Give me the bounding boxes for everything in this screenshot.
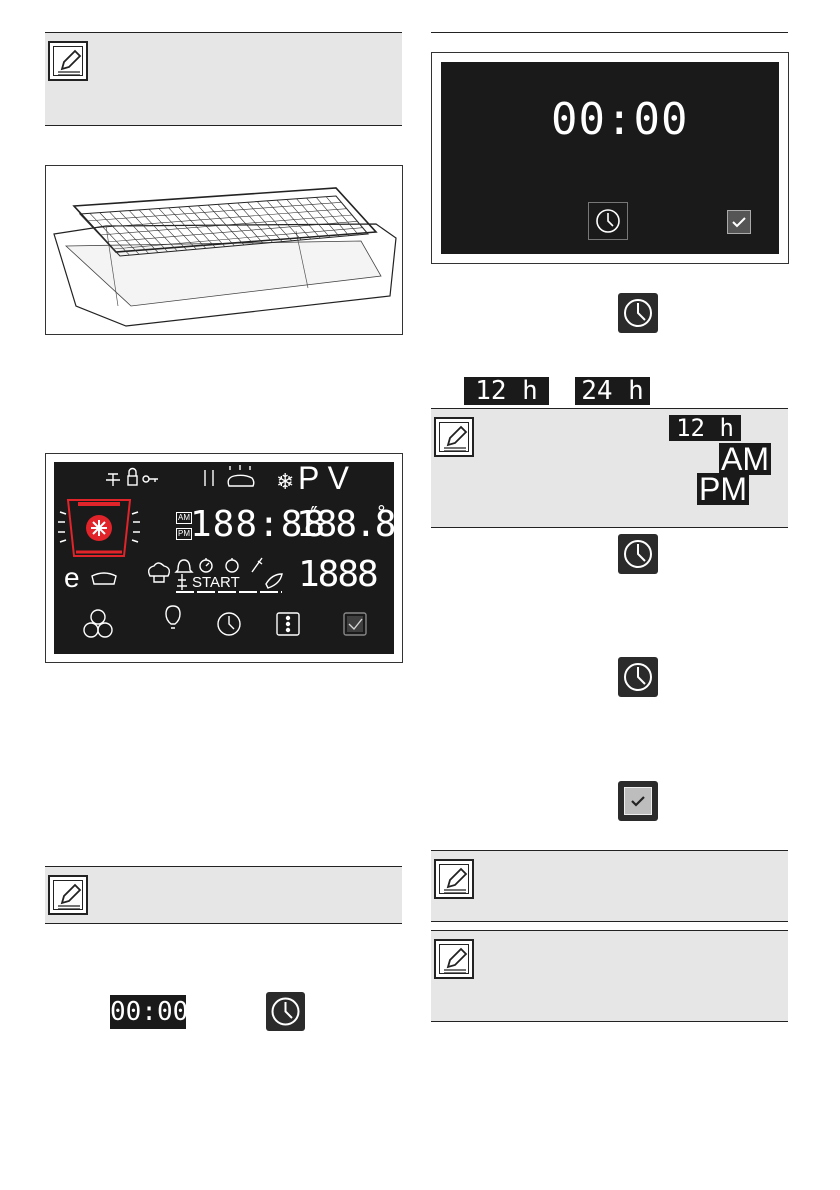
clock-setting-figure: 00:00 bbox=[431, 52, 789, 264]
rack-crossbar bbox=[106, 221, 358, 243]
degree-symbol: ° bbox=[376, 502, 388, 523]
rack-crossbar bbox=[99, 214, 353, 236]
pencil-note-icon bbox=[434, 939, 474, 979]
svg-text:❄: ❄ bbox=[276, 470, 294, 495]
note-box-bottom bbox=[431, 930, 788, 1022]
rack-crossbar bbox=[113, 227, 363, 250]
clock-button[interactable] bbox=[618, 657, 658, 697]
confirm-inner bbox=[624, 787, 652, 815]
pv-label: P V bbox=[298, 460, 349, 496]
rack-crossbar bbox=[86, 202, 342, 222]
pm-label: PM bbox=[697, 471, 749, 507]
top-rule-right bbox=[431, 32, 788, 33]
check-icon bbox=[732, 217, 746, 228]
am-indicator: AM bbox=[176, 512, 192, 524]
clock-icon bbox=[271, 997, 300, 1026]
clock-button[interactable] bbox=[266, 992, 305, 1031]
clock-button[interactable] bbox=[618, 293, 658, 333]
am-label: AM bbox=[719, 441, 771, 477]
time-display-chip: 00:00 bbox=[110, 995, 189, 1029]
confirm-button[interactable] bbox=[727, 210, 751, 234]
clock-setting-display: 00:00 bbox=[441, 62, 779, 254]
bottom-digits: 1888 bbox=[298, 554, 379, 595]
pencil-note-icon bbox=[434, 417, 474, 457]
note-box-ampm: 12 h AM PM bbox=[431, 408, 788, 528]
pencil-note-icon bbox=[48, 875, 88, 915]
clock-digits-sup: ″ bbox=[308, 502, 322, 526]
mode-24h-chip: 24 h bbox=[575, 377, 650, 405]
eco-symbol: e bbox=[64, 562, 80, 593]
clock-time: 00:00 bbox=[551, 94, 689, 145]
control-display: ❄ bbox=[54, 460, 396, 654]
note-box-middle bbox=[45, 866, 402, 924]
clock-button[interactable] bbox=[588, 202, 628, 240]
wire-rack-tray-illustration bbox=[45, 165, 403, 335]
clock-icon bbox=[596, 209, 620, 233]
rack-crossbar bbox=[93, 208, 347, 229]
pm-indicator: PM bbox=[176, 528, 192, 540]
pencil-note-icon bbox=[434, 859, 474, 899]
mode-12h-chip: 12 h bbox=[464, 377, 549, 405]
confirm-button[interactable] bbox=[618, 781, 658, 821]
temperature-digits: 188.8 bbox=[296, 504, 396, 545]
note-box-top bbox=[45, 32, 402, 126]
pencil-note-icon bbox=[48, 41, 88, 81]
note-box-lower bbox=[431, 850, 788, 922]
clock-icon bbox=[624, 663, 652, 691]
start-label: START bbox=[192, 574, 240, 591]
clock-digits: 188:88 bbox=[190, 504, 327, 545]
clock-button[interactable] bbox=[618, 534, 658, 574]
control-panel-figure: ❄ bbox=[45, 453, 403, 663]
check-icon bbox=[631, 796, 645, 807]
clock-icon bbox=[624, 299, 652, 327]
clock-icon bbox=[624, 540, 652, 568]
note-12h-chip: 12 h bbox=[669, 415, 741, 441]
rack-drawing bbox=[53, 187, 397, 327]
